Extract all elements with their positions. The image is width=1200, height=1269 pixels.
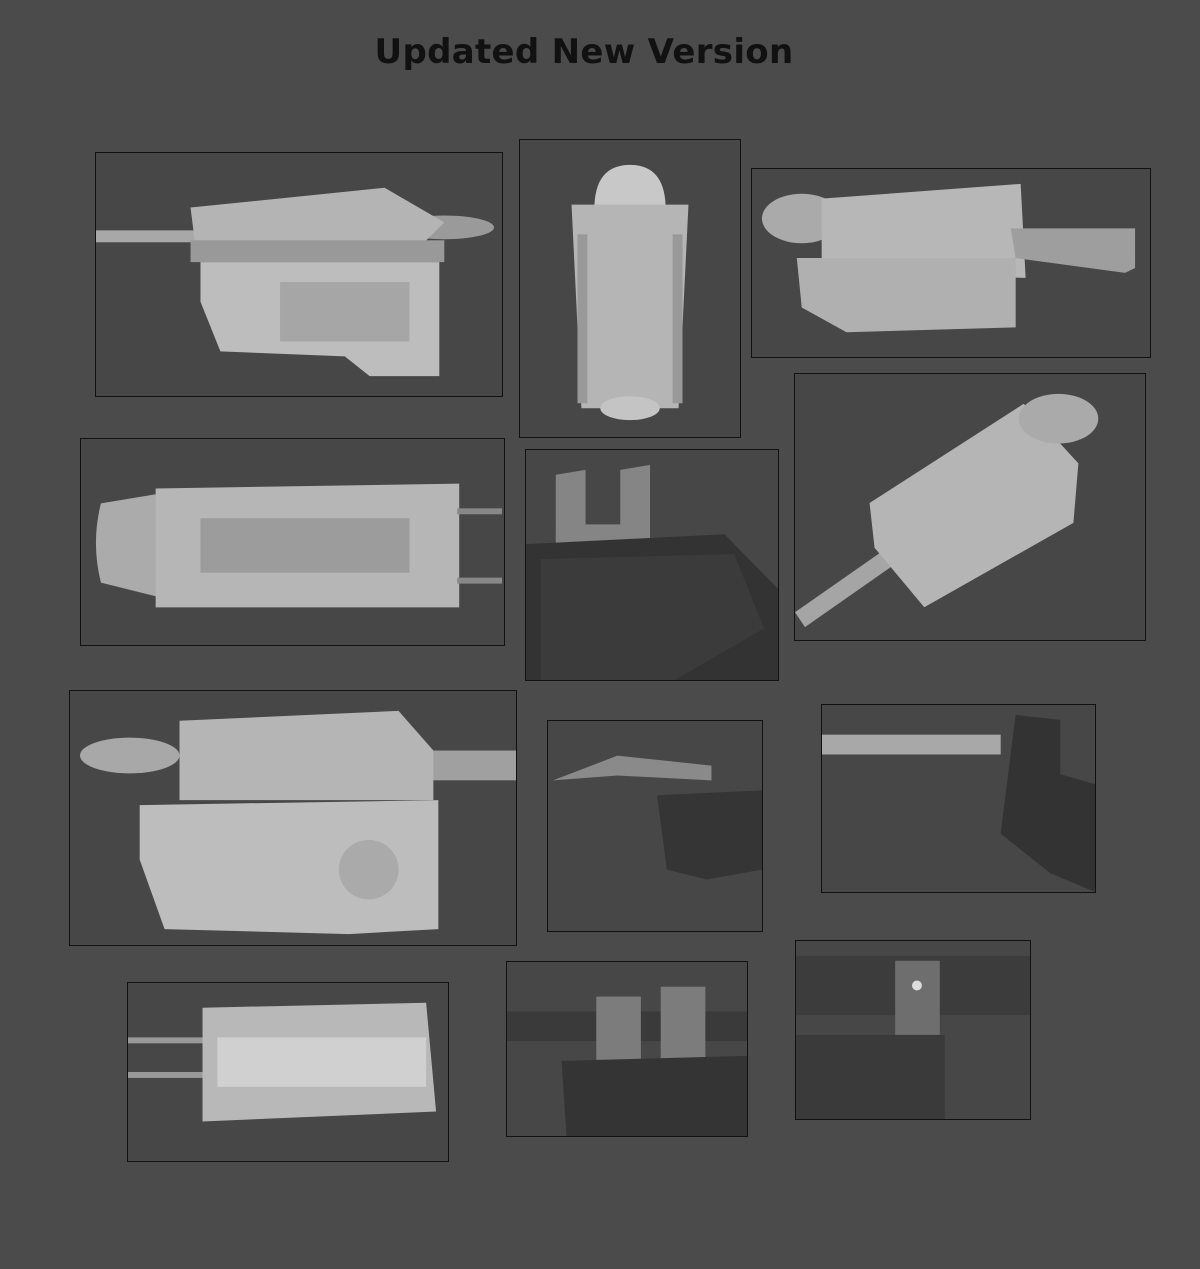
render-view-underside	[127, 982, 449, 1162]
page-title: Updated New Version	[374, 32, 794, 72]
render-view-perspective	[794, 373, 1146, 641]
render-view-front	[519, 139, 741, 438]
render-view-side	[95, 152, 503, 397]
model-render	[571, 164, 689, 421]
model-render	[96, 187, 495, 377]
render-view-mount-detail	[506, 961, 748, 1137]
model-render	[79, 710, 516, 935]
model-render	[552, 755, 762, 880]
model-render	[795, 393, 1099, 628]
render-view-side-large	[69, 690, 517, 946]
model-render	[796, 955, 1030, 1119]
model-render	[95, 483, 503, 608]
model-render	[507, 986, 747, 1136]
model-render	[822, 714, 1095, 892]
render-view-closeup	[795, 940, 1031, 1120]
model-render	[526, 464, 778, 680]
render-view-bracket-detail	[525, 449, 779, 681]
model-render	[128, 1002, 437, 1122]
model-render	[761, 183, 1136, 333]
render-view-rail-detail	[821, 704, 1096, 893]
render-view-top	[80, 438, 505, 646]
render-view-blade-detail	[547, 720, 763, 932]
render-view-angled-top	[751, 168, 1151, 358]
